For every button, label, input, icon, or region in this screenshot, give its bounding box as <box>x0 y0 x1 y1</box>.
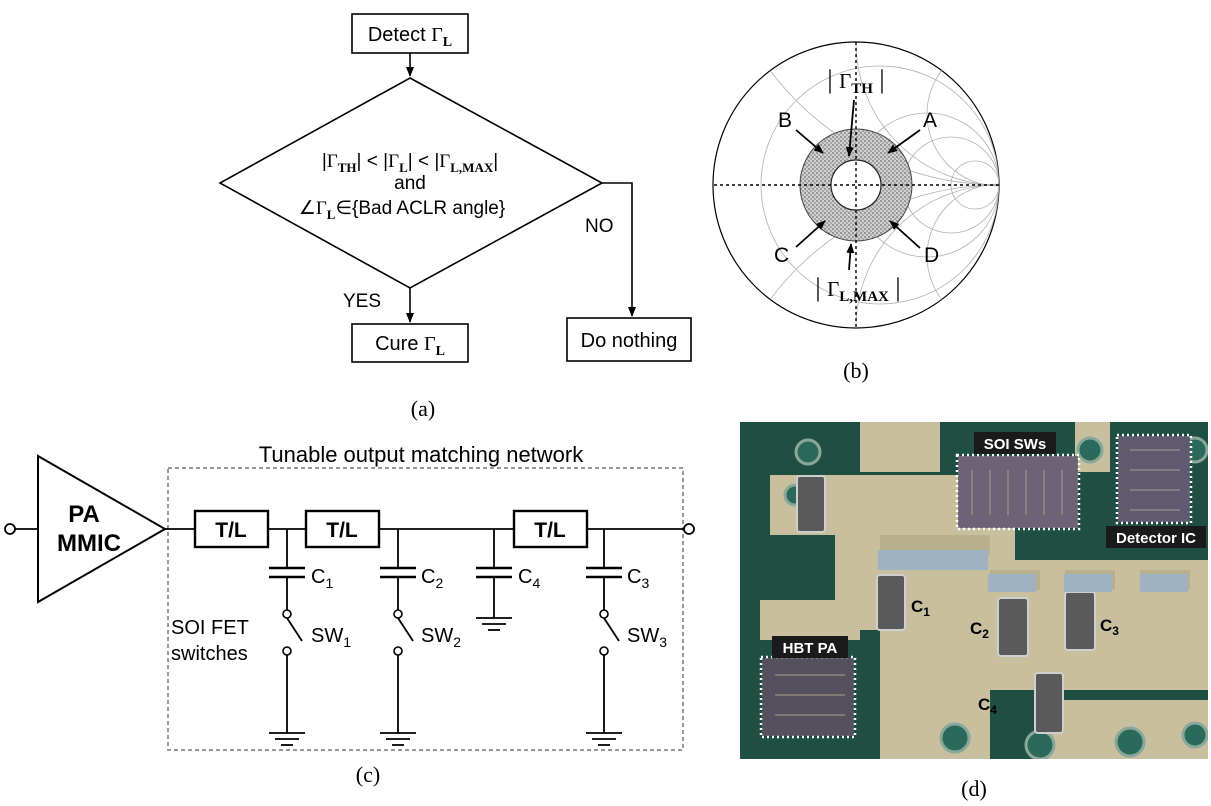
switch-2-label: SW2 <box>421 625 461 650</box>
cap-4-label: C4 <box>518 566 540 591</box>
do-nothing-box <box>566 317 692 362</box>
arrow-b <box>795 129 824 154</box>
decision-line-2: and <box>394 173 426 194</box>
hbt-label: HBT PA <box>783 640 838 657</box>
cure-text: Cure ΓL <box>375 333 445 359</box>
arrow-a <box>887 129 921 154</box>
cap-2-label: C2 <box>421 566 443 591</box>
hbt-die <box>762 658 854 736</box>
detector-die <box>1118 436 1190 522</box>
branch-1: C1 SW1 <box>269 529 351 746</box>
photo-c3-label: C3 <box>1100 616 1119 638</box>
soi-label-bg <box>974 432 1056 454</box>
cure-box <box>351 323 469 363</box>
cap-3-label: C3 <box>627 566 649 591</box>
arrow-d <box>889 220 921 249</box>
photo-c2-label: C2 <box>970 619 989 641</box>
caption-b: (b) <box>843 358 869 383</box>
detector-label: Detector IC <box>1116 530 1196 547</box>
soi-label: SOI SWs <box>984 436 1047 453</box>
switch-1-blade <box>286 617 303 642</box>
detector-label-bg <box>1106 526 1206 548</box>
pa-amplifier <box>37 454 168 604</box>
pa-label-1: PA <box>68 501 100 528</box>
label-c: C <box>774 244 789 267</box>
soi-label-2: switches <box>171 643 248 665</box>
tl-3-label: T/L <box>534 519 566 542</box>
arrow-no <box>602 182 636 317</box>
input-terminal <box>4 523 16 535</box>
photo-c1-label: C1 <box>911 597 930 619</box>
smith-chart: | ΓTH | | ΓL,MAX | B A C D (b) <box>712 41 1000 383</box>
caption-c: (c) <box>356 762 380 787</box>
label-gamma-lmax: | ΓL,MAX | <box>815 273 900 305</box>
soi-outline <box>955 453 1081 531</box>
switch-3-blade <box>603 617 620 642</box>
decision-line-1: |ΓTH| < |ΓL| < |ΓL,MAX| <box>322 151 498 175</box>
network-title: Tunable output matching network <box>259 442 584 467</box>
circuit-schematic: Tunable output matching network PA MMIC … <box>4 442 695 787</box>
arrow-lmax <box>846 243 855 271</box>
soi-label-1: SOI FET <box>171 617 249 639</box>
photo-c4-label: C4 <box>978 695 997 717</box>
label-d: D <box>924 244 939 267</box>
yes-label: YES <box>343 291 381 312</box>
switch-3-label: SW3 <box>627 625 667 650</box>
label-gamma-th: | ΓTH | <box>827 65 884 97</box>
soi-die <box>958 456 1078 528</box>
arrow-th <box>845 99 855 157</box>
label-b: B <box>778 109 792 132</box>
detect-text: Detect ΓL <box>368 24 452 50</box>
caption-a: (a) <box>411 396 435 421</box>
branch-2: C2 SW2 <box>380 529 461 746</box>
inner-circle-th <box>830 159 882 211</box>
branch-4: C4 <box>476 529 540 631</box>
flowchart: Detect ΓL |ΓTH| < |ΓL| < |ΓL,MAX| and ∠Γ… <box>218 13 692 421</box>
caption-d: (d) <box>961 776 987 801</box>
switch-2-blade <box>397 617 414 642</box>
arrow-c <box>795 220 826 248</box>
board-photo: SOI SWs Detector IC HBT PA C1 C2 C3 C4 (… <box>740 422 1208 801</box>
decision-line-3: ∠ΓL∈{Bad ACLR angle} <box>299 198 505 222</box>
pa-label-2: MMIC <box>57 530 121 557</box>
do-nothing-text: Do nothing <box>581 330 678 352</box>
hbt-label-bg <box>772 636 848 658</box>
detector-outline <box>1115 433 1193 525</box>
no-label: NO <box>585 216 614 237</box>
tl-1-label: T/L <box>215 519 247 542</box>
output-terminal <box>683 523 695 535</box>
cap-1-label: C1 <box>311 566 333 591</box>
tl-2-label: T/L <box>326 519 358 542</box>
switch-1-label: SW1 <box>311 625 351 650</box>
matching-network-box <box>167 467 684 751</box>
label-a: A <box>923 109 937 132</box>
branch-3: C3 SW3 <box>586 529 667 746</box>
